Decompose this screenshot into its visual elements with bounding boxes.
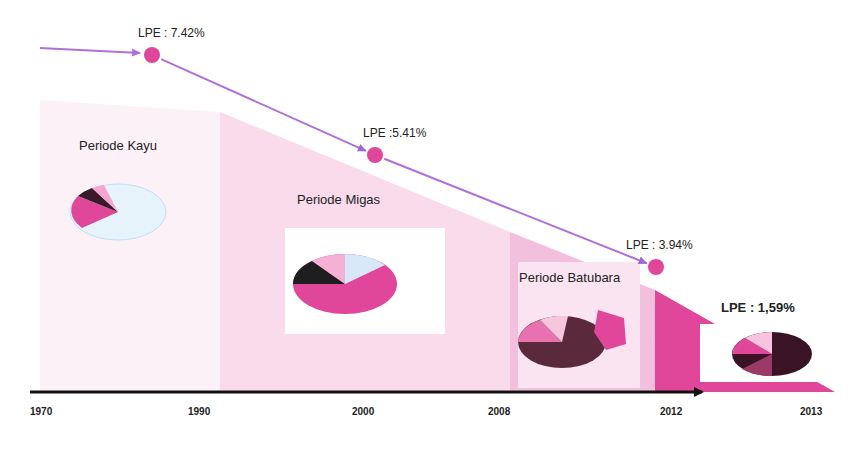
pie-slice	[312, 254, 345, 284]
period-band: Periode Batubara	[516, 268, 623, 287]
rate-label: LPE : 3.94%	[626, 238, 693, 252]
year-label: 2000	[352, 406, 374, 417]
period-label: Periode Batubara	[516, 268, 623, 287]
period-label: Periode Kayu	[76, 136, 160, 155]
migas-ground	[220, 112, 510, 392]
trend-arrow	[161, 59, 366, 151]
pie-slice	[345, 254, 385, 284]
period-label: Periode Migas	[294, 190, 383, 209]
pie-chart	[732, 332, 812, 376]
pie-slice	[742, 354, 772, 376]
time-axis	[30, 391, 702, 394]
chart-panel	[285, 228, 445, 334]
period-band: Periode Migas	[294, 190, 383, 209]
pie-chart	[518, 316, 606, 368]
chart-panel	[700, 324, 825, 382]
trend-arrow	[384, 159, 646, 264]
rate-dot: LPE :5.41%	[363, 126, 426, 163]
period-label: LPE : 1,59%	[718, 298, 798, 317]
pie-chart	[70, 184, 166, 240]
year-label: 2008	[488, 406, 510, 417]
rate-marker	[144, 47, 160, 63]
pie-chart	[293, 254, 397, 314]
year-label: 2012	[660, 406, 682, 417]
rate-marker	[367, 147, 383, 163]
year-label: 1990	[188, 406, 210, 417]
period-band: LPE : 1,59%	[718, 298, 798, 317]
rate-marker	[648, 259, 664, 275]
rate-label: LPE :5.41%	[363, 126, 426, 140]
pie-slice	[540, 316, 568, 342]
rate-dot: LPE : 7.42%	[138, 26, 205, 63]
rate-label: LPE : 7.42%	[138, 26, 205, 40]
trend-arrow	[40, 48, 140, 53]
year-label: 1970	[30, 406, 52, 417]
pie-slice	[745, 332, 772, 354]
year-label: 2013	[800, 406, 822, 417]
batubara-ground	[510, 232, 655, 392]
rate-dot: LPE : 3.94%	[626, 238, 693, 275]
period-band: Periode Kayu	[76, 136, 160, 155]
pie-slice	[594, 310, 626, 350]
pie-slice	[92, 185, 118, 212]
last-ground	[655, 290, 835, 392]
kayu-ground	[40, 100, 220, 392]
